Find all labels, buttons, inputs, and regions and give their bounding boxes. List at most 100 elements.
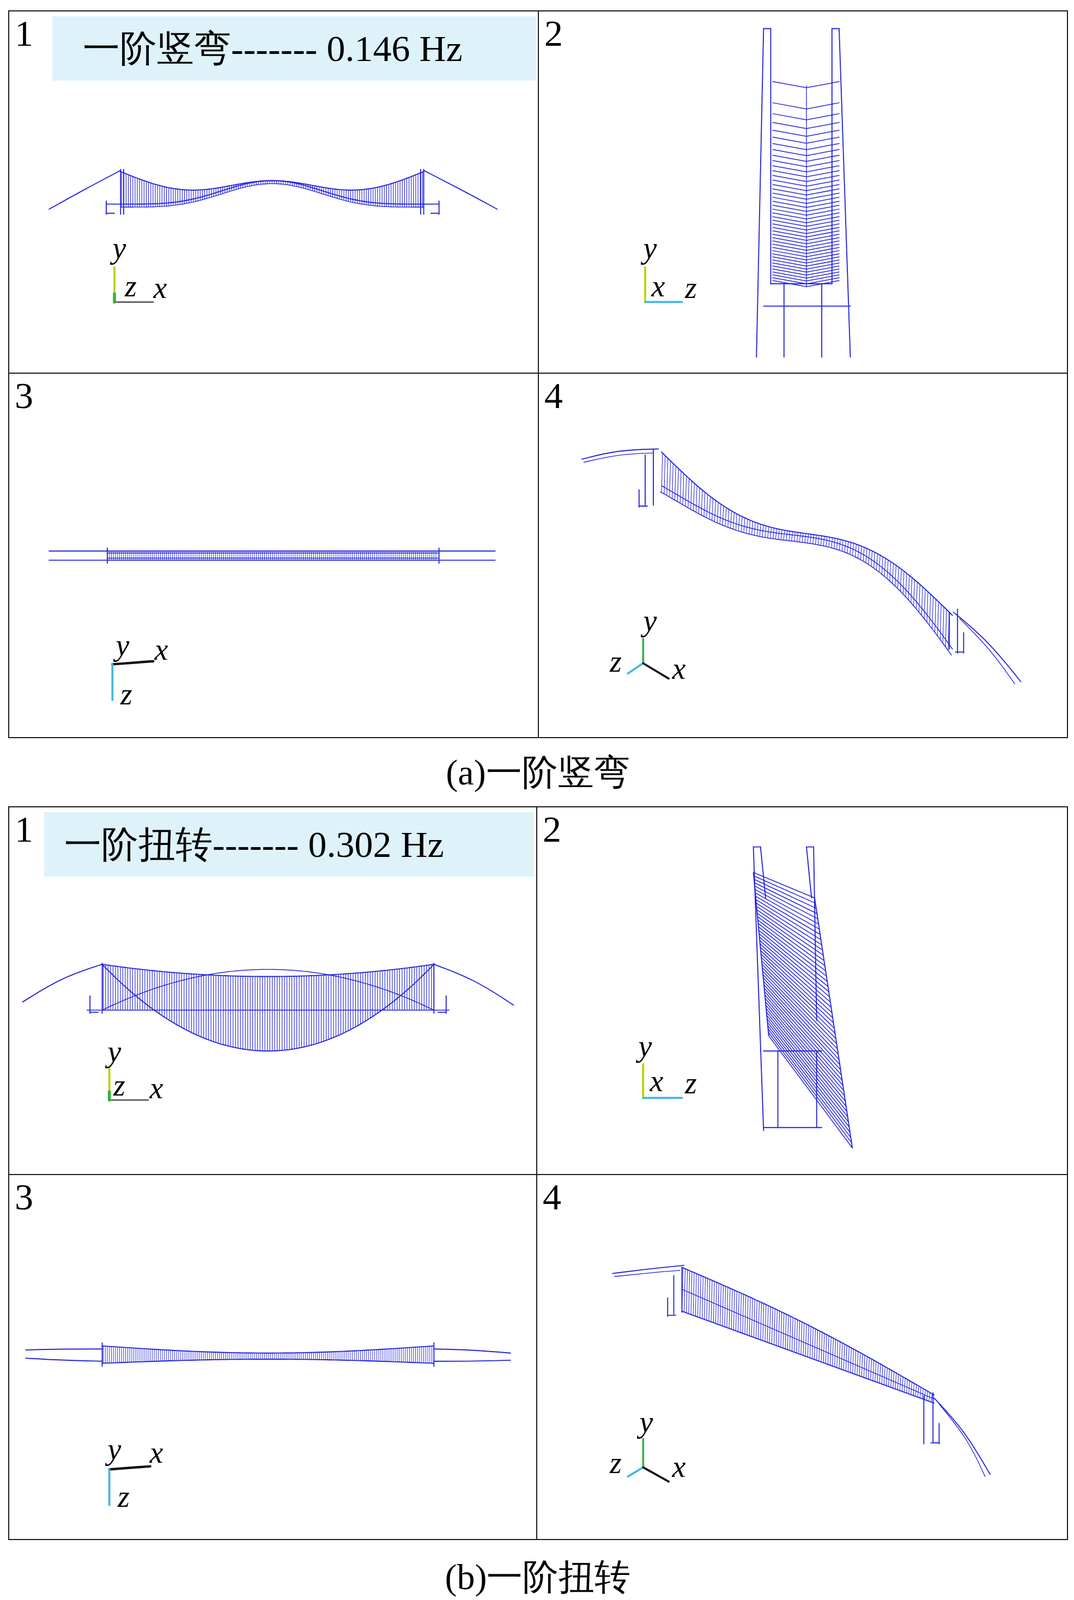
structure-line <box>86 1010 449 1011</box>
structure-line <box>119 169 121 215</box>
axis-label: x <box>651 269 666 303</box>
subfigure-caption: (a)一阶竖弯 <box>445 752 630 793</box>
deck-section-line <box>772 201 840 208</box>
vertical-bending-plan-view <box>49 548 496 701</box>
axis-label: y <box>116 628 130 663</box>
axis-label-anchor: z <box>609 1447 622 1479</box>
axis-label-anchor: y <box>638 1030 653 1062</box>
structure-line <box>423 169 425 215</box>
structure-line <box>667 1314 676 1316</box>
axis-label: z <box>113 1068 126 1103</box>
structure-line <box>22 964 102 1003</box>
structure-line <box>445 996 447 1014</box>
structure-line <box>123 169 125 215</box>
structure-line <box>681 1289 934 1400</box>
axis-label-anchor: y <box>643 605 658 636</box>
torsion-elevation <box>22 963 514 1101</box>
axis-label-anchor: x <box>149 1437 164 1468</box>
vertical-bending-perspective <box>581 448 1021 684</box>
structure-line <box>102 1346 435 1354</box>
mode-title-band: 一阶扭转------- 0.302 Hz <box>44 812 535 877</box>
structure-line <box>644 454 646 506</box>
structure-line <box>660 492 952 656</box>
panel-number: 1 <box>14 14 34 52</box>
structure-line <box>932 1393 934 1443</box>
view-panel: 3 <box>8 1174 538 1541</box>
panel-number: 1 <box>14 810 34 848</box>
structure-line <box>584 453 654 463</box>
axis-line <box>107 1091 112 1101</box>
axis-label: y <box>107 1432 122 1467</box>
structure-line <box>105 201 107 215</box>
structure-line <box>49 170 121 210</box>
structure-line <box>821 283 823 358</box>
mode-title: 一阶竖弯------- 0.146 Hz <box>82 28 463 70</box>
axis-line <box>641 1439 645 1468</box>
structure-line <box>423 170 498 210</box>
structure-line <box>438 548 440 564</box>
deck-section-line <box>772 149 840 156</box>
deck-section-line <box>772 113 840 120</box>
structure-line <box>753 872 769 1036</box>
structure-line <box>753 846 761 848</box>
structure-line <box>25 1349 102 1351</box>
axis-label-anchor: y <box>112 232 127 264</box>
deck-section-line <box>772 122 840 129</box>
view-panel: 一阶扭转------- 0.302 Hz 1 <box>8 806 538 1176</box>
deck-section-line <box>772 102 840 109</box>
structure-line <box>49 550 496 552</box>
deck-section-line <box>772 155 840 162</box>
axis-label: x <box>149 1071 164 1106</box>
structure-line <box>948 612 950 649</box>
view-panel: 4 <box>536 1174 1069 1541</box>
panel-number: 2 <box>544 14 563 52</box>
structure-line <box>661 452 953 616</box>
structure-line <box>102 964 435 1052</box>
torsion-end-view <box>642 847 853 1149</box>
structure-line <box>639 505 648 507</box>
axis-label: z <box>120 677 133 712</box>
axis-label: x <box>149 1435 164 1470</box>
structure-line <box>431 213 440 215</box>
structure-line <box>938 1404 985 1477</box>
hanger-lines <box>121 171 423 208</box>
panel-number: 4 <box>544 377 563 415</box>
structure-line <box>102 964 435 977</box>
axis-label-anchor: x <box>672 653 687 684</box>
structure-line <box>25 1358 102 1362</box>
deck-section-line <box>772 137 840 144</box>
hanger-lines <box>102 1346 432 1364</box>
axis-label-anchor: x <box>154 634 169 665</box>
panel-number: 4 <box>542 1178 562 1216</box>
deck-section-line <box>772 180 840 187</box>
axis-label: z <box>117 1479 130 1514</box>
structure-line <box>102 969 435 1011</box>
structure-line <box>106 203 121 205</box>
axis-label-anchor: z <box>124 270 137 302</box>
axis-label-anchor: z <box>684 272 697 303</box>
structure-line <box>666 1298 669 1318</box>
axis-line <box>108 1068 111 1101</box>
structure-line <box>673 1275 675 1315</box>
deck-section-line <box>772 277 840 284</box>
structure-line <box>770 28 772 284</box>
axis-label: z <box>124 269 137 303</box>
subfigure-caption: (b)一阶扭转 <box>445 1557 631 1598</box>
torsion-perspective <box>612 1265 991 1483</box>
structure-line <box>120 180 424 205</box>
deck-section-line <box>772 271 840 278</box>
structure-line <box>614 1270 681 1277</box>
structure-line <box>438 201 440 215</box>
axis-line <box>112 293 117 302</box>
structure-line <box>955 651 964 653</box>
deck-section-line <box>772 143 840 150</box>
axis-label: x <box>672 1449 687 1484</box>
axis-label: y <box>643 603 658 638</box>
structure-line <box>89 996 91 1014</box>
deck-section-line <box>772 170 840 177</box>
panel-number: 3 <box>14 377 34 415</box>
hanger-lines <box>661 453 950 652</box>
view-panel: 2 <box>537 10 1069 374</box>
vertical-bending-end-view <box>645 28 851 357</box>
caption-anchor: (b)一阶扭转 <box>445 1559 631 1596</box>
